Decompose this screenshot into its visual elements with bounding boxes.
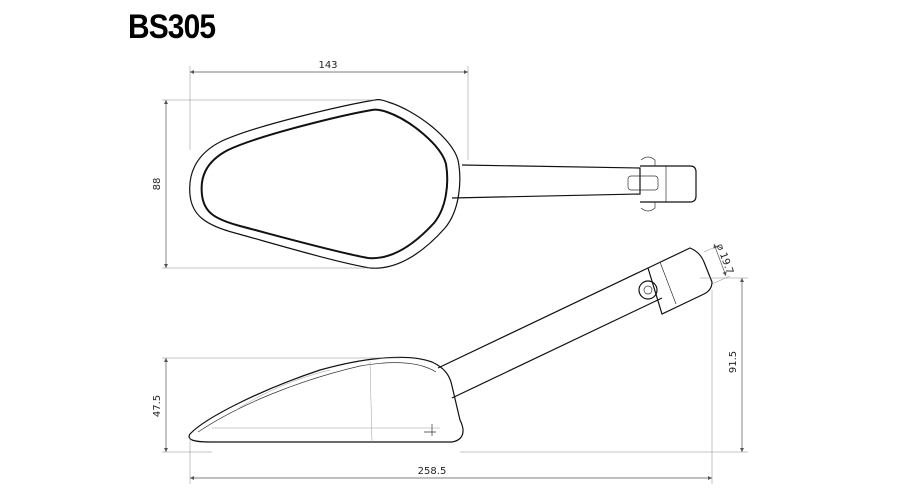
body-inner-edge bbox=[197, 362, 437, 433]
pivot-bolt-center bbox=[643, 285, 653, 295]
dim-top-height: 88 bbox=[152, 178, 163, 191]
bar-end-clamp bbox=[640, 165, 697, 203]
mirror-head-outer-outline bbox=[189, 99, 461, 269]
mirror-body-side-outline bbox=[188, 356, 464, 443]
dim-side-body-height: 47.5 bbox=[152, 395, 163, 417]
dim-side-total-length: 258.5 bbox=[418, 466, 447, 477]
body-marker bbox=[424, 424, 436, 436]
product-code-title: BS305 bbox=[128, 8, 216, 46]
dim-top-width: 143 bbox=[318, 60, 337, 71]
dim-bar-diameter: ⌀ 19.7 bbox=[714, 242, 735, 275]
clamp-bolt bbox=[627, 175, 659, 191]
angled-arm bbox=[437, 267, 663, 399]
clamp-top-lug bbox=[640, 156, 656, 166]
clamp-bottom-lug bbox=[640, 202, 656, 212]
top-view: 143 88 bbox=[152, 60, 697, 269]
pivot-bolt bbox=[638, 280, 658, 300]
side-view: ⌀ 19.7 91.5 47.5 258.5 bbox=[152, 242, 748, 484]
mirror-arm bbox=[451, 164, 641, 199]
mirror-glass-outline bbox=[200, 108, 449, 260]
dim-side-total-height: 91.5 bbox=[728, 351, 739, 373]
side-bar-end-clamp bbox=[647, 247, 713, 315]
